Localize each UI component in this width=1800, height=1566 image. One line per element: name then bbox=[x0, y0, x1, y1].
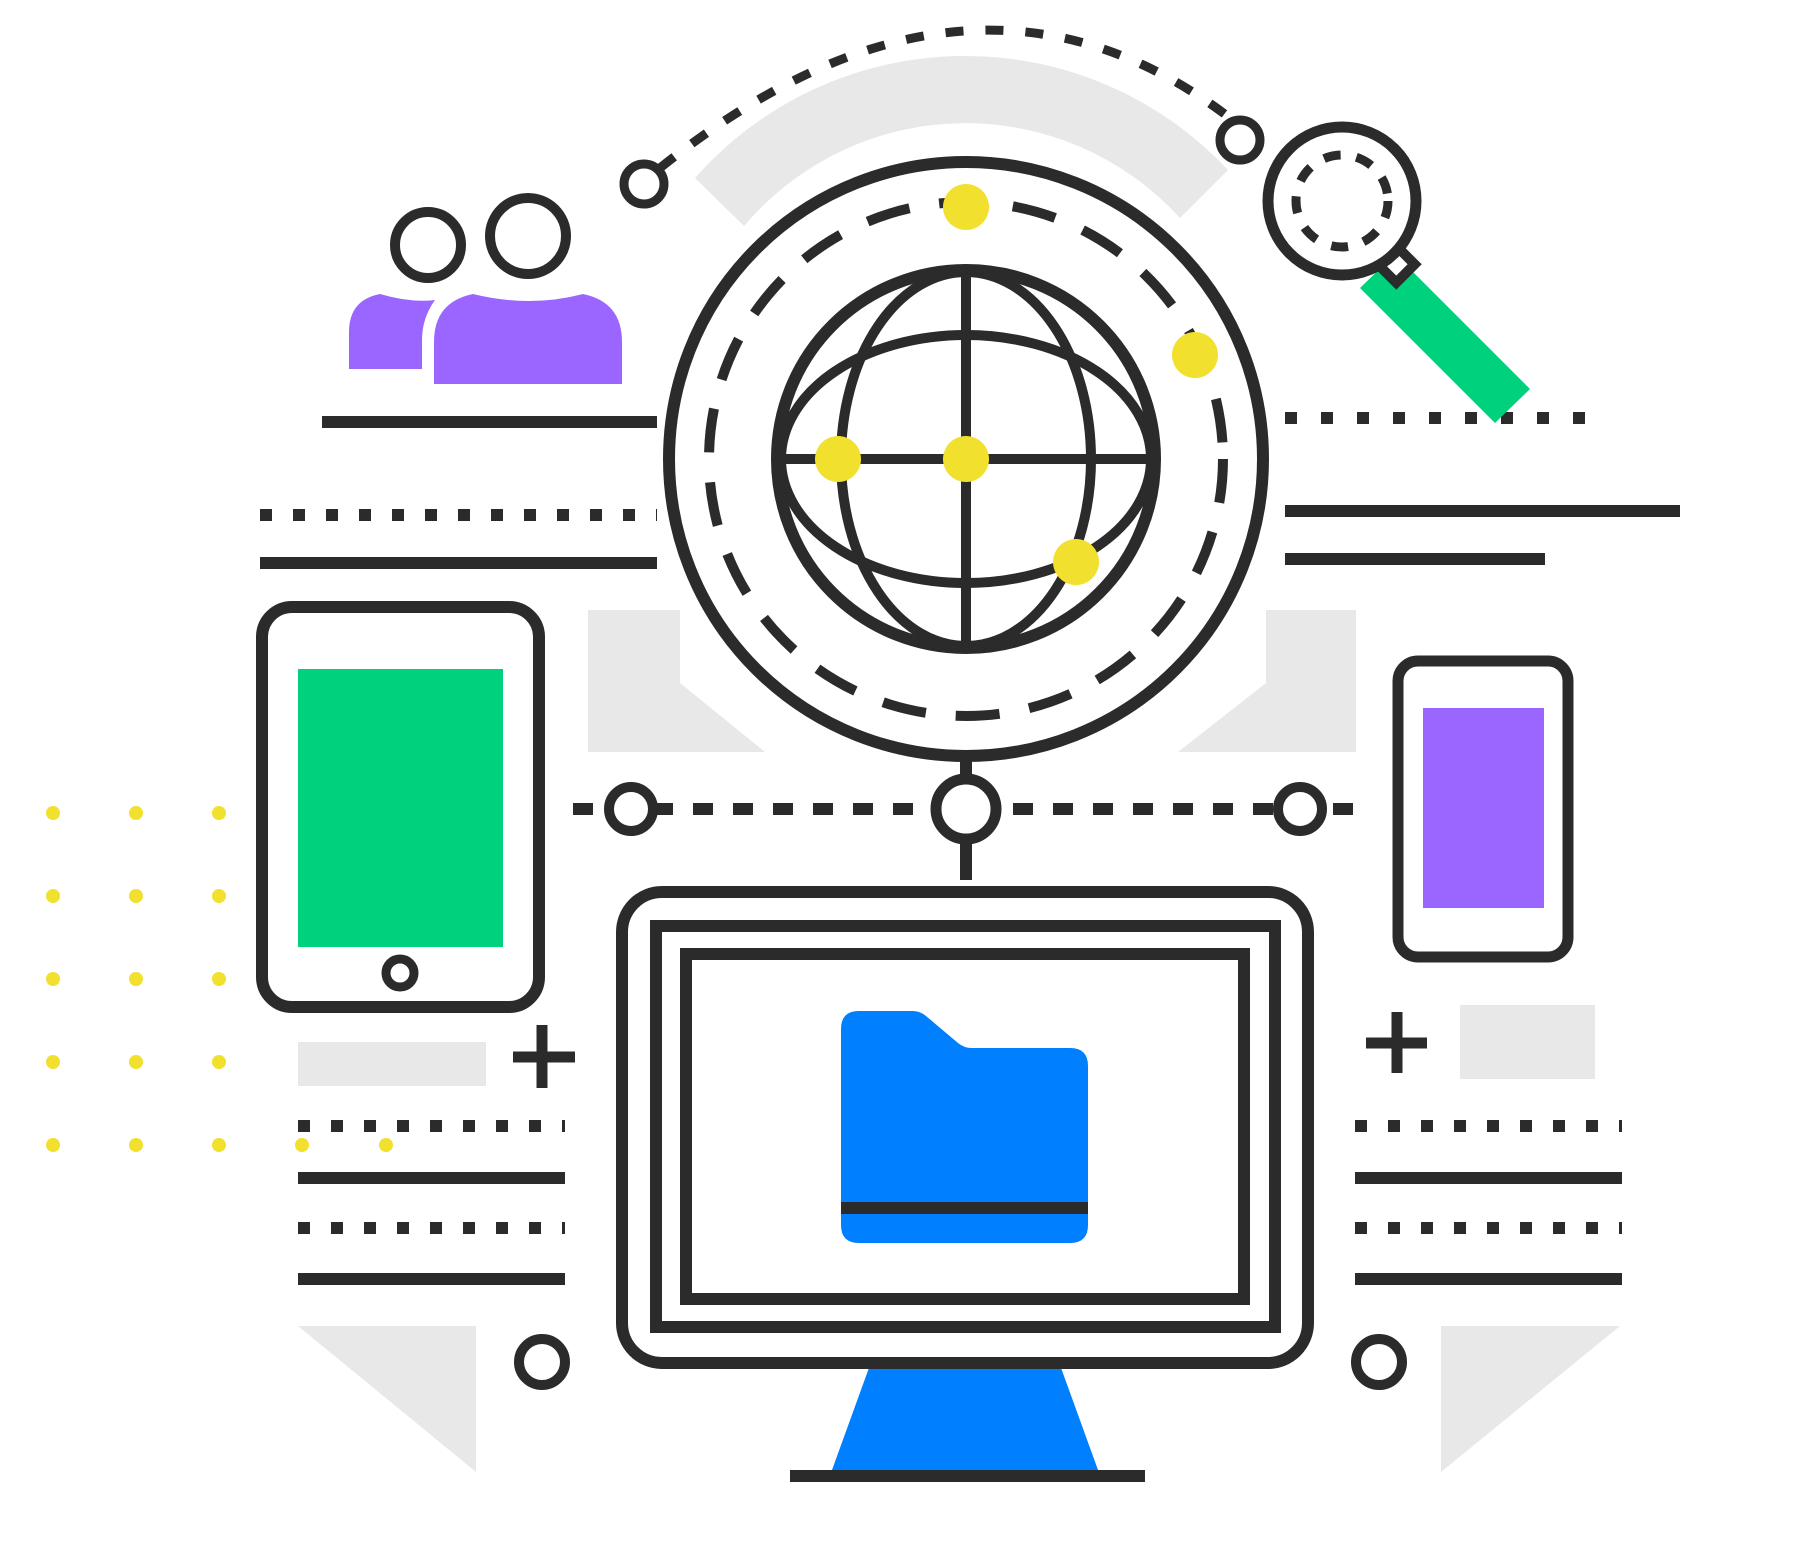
node-small bbox=[1215, 115, 1265, 165]
grid-dot bbox=[46, 1138, 60, 1152]
monitor-stand bbox=[832, 1365, 1098, 1470]
grid-dot bbox=[46, 889, 60, 903]
node-small bbox=[619, 159, 669, 209]
grid-dot bbox=[46, 972, 60, 986]
panel-right-bottom bbox=[1441, 1326, 1620, 1472]
plus-icon bbox=[1366, 1012, 1427, 1073]
tablet-icon bbox=[256, 601, 545, 1013]
background-panels bbox=[298, 55, 1620, 1472]
plus-icon bbox=[513, 1025, 575, 1088]
magnifier-lens bbox=[1262, 121, 1422, 281]
grid-dot bbox=[212, 1138, 226, 1152]
user-head bbox=[485, 193, 571, 279]
grid-dot bbox=[129, 889, 143, 903]
phone-icon bbox=[1392, 655, 1574, 963]
connector-node bbox=[930, 773, 1002, 845]
grid-dot bbox=[295, 1138, 309, 1152]
magnifier-icon bbox=[1262, 121, 1530, 423]
grid-dot bbox=[212, 972, 226, 986]
orbit-dashed-arc bbox=[657, 25, 1233, 172]
connector-node bbox=[604, 782, 658, 836]
connector-node bbox=[1273, 782, 1327, 836]
folder-icon bbox=[841, 1011, 1088, 1243]
grid-dot bbox=[129, 1138, 143, 1152]
grid-dot bbox=[212, 889, 226, 903]
panel-left-mid bbox=[588, 610, 765, 752]
grid-dot bbox=[129, 972, 143, 986]
grid-dot bbox=[46, 806, 60, 820]
connector-line bbox=[573, 760, 1358, 880]
panel-right-mid bbox=[1178, 610, 1356, 752]
panel-right-box bbox=[1460, 1005, 1595, 1079]
user-body bbox=[434, 294, 622, 384]
phone-screen bbox=[1423, 708, 1544, 908]
line-decorations bbox=[260, 412, 1680, 1285]
grid-dot bbox=[129, 806, 143, 820]
user-head bbox=[390, 207, 466, 283]
grid-dot bbox=[46, 1055, 60, 1069]
monitor-icon bbox=[616, 886, 1314, 1482]
grid-dot bbox=[379, 1138, 393, 1152]
arc-panel bbox=[695, 55, 1228, 226]
globe-icon bbox=[663, 156, 1269, 762]
panel-left-bottom bbox=[298, 1326, 476, 1472]
grid-dot bbox=[212, 1055, 226, 1069]
user-body bbox=[349, 294, 435, 369]
users-icon bbox=[349, 193, 622, 384]
globe-nodes bbox=[815, 184, 1218, 585]
node-small bbox=[1351, 1334, 1407, 1390]
magnifier-handle bbox=[1360, 254, 1530, 423]
grid-dot bbox=[129, 1055, 143, 1069]
tablet-home-button bbox=[381, 954, 419, 992]
node-small bbox=[514, 1334, 570, 1390]
panel-left-bar bbox=[298, 1042, 486, 1086]
grid-dot bbox=[212, 806, 226, 820]
tablet-screen bbox=[298, 669, 503, 947]
dot-grid bbox=[46, 806, 393, 1152]
